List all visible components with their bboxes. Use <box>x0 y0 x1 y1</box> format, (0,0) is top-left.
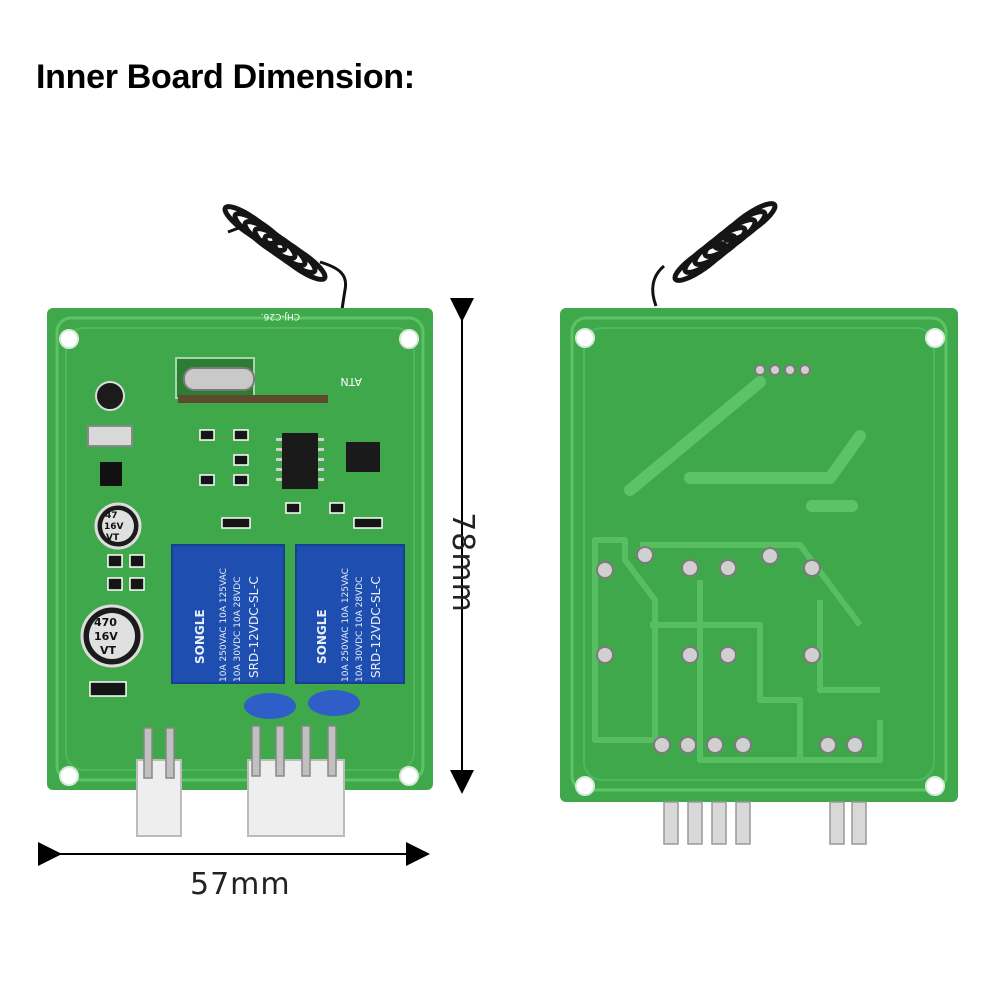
relay-2-brand: SONGLE <box>315 609 329 664</box>
relay-1-rating-1: 10A 250VAC 10A 125VAC <box>219 568 229 682</box>
silkscreen-antenna: ATN <box>340 375 362 388</box>
relay-1: SONGLE 10A 250VAC 10A 125VAC 10A 30VDC 1… <box>171 544 285 684</box>
relay-2: SONGLE 10A 250VAC 10A 125VAC 10A 30VDC 1… <box>295 544 405 684</box>
height-dimension-label: 78mm <box>444 512 480 613</box>
relay-2-rating-1: 10A 250VAC 10A 125VAC <box>341 568 351 682</box>
front-board: CHJ-C26. ATN <box>47 204 433 837</box>
capacitor-470-value: 470 <box>94 616 117 629</box>
capacitor-large: 470 16V VT <box>80 604 144 668</box>
capacitor-47-series: VT <box>106 533 120 543</box>
capacitor-47-voltage: 16V <box>104 522 124 532</box>
capacitor-470-series: VT <box>100 644 117 657</box>
antenna-coil-icon <box>651 201 778 307</box>
page-title: Inner Board Dimension: <box>36 58 415 96</box>
relay-2-rating-2: 10A 30VDC 10A 28VDC <box>355 577 365 682</box>
connector-4pin <box>247 725 345 837</box>
relay-1-rating-2: 10A 30VDC 10A 28VDC <box>233 577 243 682</box>
relay-2-model: SRD-12VDC-SL-C <box>369 576 383 678</box>
width-dimension-label: 57mm <box>190 867 291 902</box>
relay-1-model: SRD-12VDC-SL-C <box>247 576 261 678</box>
relay-1-brand: SONGLE <box>193 609 207 664</box>
capacitor-47-value: 47 <box>105 511 118 521</box>
connector-2pin <box>136 727 182 837</box>
silkscreen-board-id: CHJ-C26. <box>261 311 300 321</box>
back-board <box>560 201 958 845</box>
capacitor-470-voltage: 16V <box>94 630 118 643</box>
capacitor-small: 47 16V VT <box>94 381 142 550</box>
